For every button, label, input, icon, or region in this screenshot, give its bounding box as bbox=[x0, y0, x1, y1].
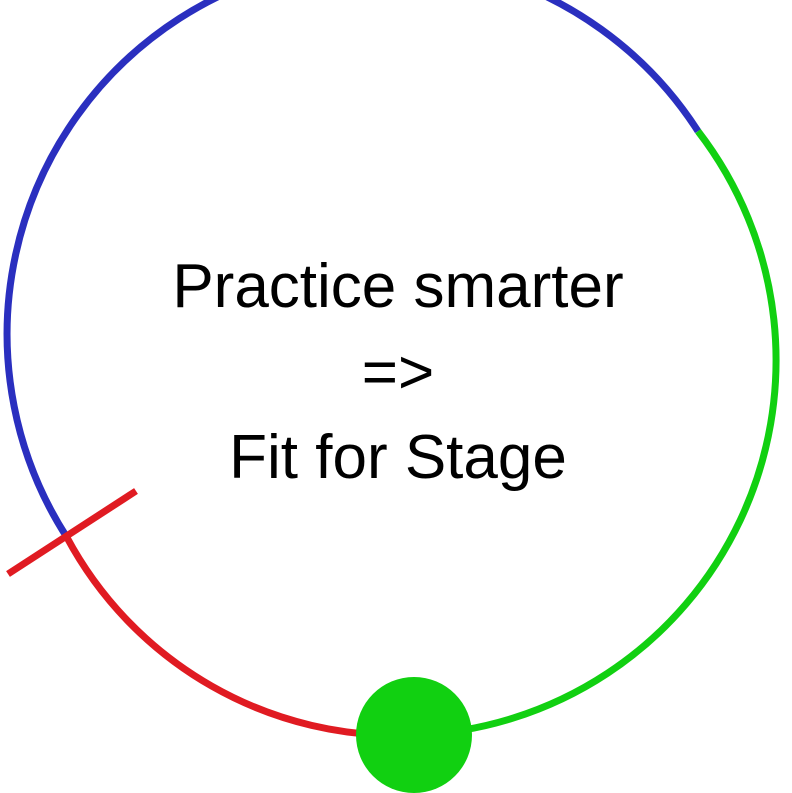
cycle-arc-blue bbox=[3, 0, 701, 539]
cycle-arc-red bbox=[63, 535, 415, 739]
cycle-arc-green bbox=[413, 129, 780, 739]
cycle-position-marker bbox=[356, 677, 472, 793]
diagram-line-2: => bbox=[362, 338, 434, 407]
diagram-line-1: Practice smarter bbox=[172, 252, 623, 321]
diagram-line-3: Fit for Stage bbox=[229, 423, 567, 492]
cycle-start-tick bbox=[6, 488, 138, 577]
